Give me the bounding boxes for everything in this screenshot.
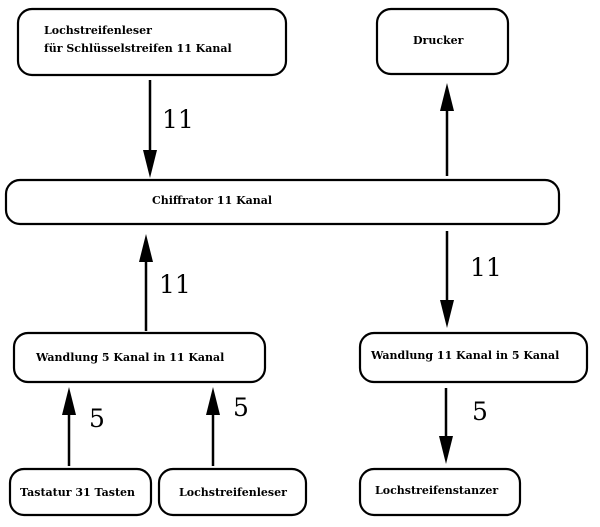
- arrowhead-up: [440, 83, 454, 111]
- arrow-chiffrator-to-wandlung-11-in-5: 11: [440, 231, 502, 328]
- arrow-reader5-to-wandlung: 5: [206, 387, 249, 466]
- edge-label: 5: [472, 397, 488, 426]
- arrowhead-up: [62, 387, 76, 415]
- node-wandlung-5-in-11: Wandlung 5 Kanal in 11 Kanal: [12, 331, 267, 384]
- node-label: Drucker: [413, 34, 464, 47]
- node-label: Tastatur 31 Tasten: [20, 486, 135, 499]
- arrow-chiffrator-to-drucker: [440, 83, 454, 176]
- arrowhead-up: [139, 234, 153, 262]
- arrow-wandlung-to-stanzer: 5: [439, 388, 488, 464]
- node-tastatur: Tastatur 31 Tasten: [8, 467, 153, 517]
- edge-label: 5: [233, 393, 249, 422]
- edge-label: 11: [159, 270, 191, 299]
- node-label-line2: für Schlüsselstreifen 11 Kanal: [44, 42, 232, 55]
- node-lochstreifenleser-11-kanal: Lochstreifenleser für Schlüsselstreifen …: [16, 7, 288, 77]
- arrowhead-up: [206, 387, 220, 415]
- arrow-wandlung-5-in-11-to-chiffrator: 11: [139, 234, 191, 331]
- node-label-line1: Lochstreifenleser: [44, 24, 152, 37]
- node-lochstreifenstanzer: Lochstreifenstanzer: [358, 467, 522, 517]
- node-label: Lochstreifenstanzer: [375, 484, 498, 497]
- node-label: Chiffrator 11 Kanal: [152, 194, 272, 207]
- node-wandlung-11-in-5: Wandlung 11 Kanal in 5 Kanal: [358, 331, 589, 384]
- node-lochstreifenleser-5-kanal: Lochstreifenleser: [157, 467, 308, 517]
- arrow-reader-to-chiffrator: 11: [143, 80, 194, 178]
- node-label: Lochstreifenleser: [179, 486, 287, 499]
- arrow-tastatur-to-wandlung: 5: [62, 387, 105, 466]
- arrowhead-down: [439, 436, 453, 464]
- arrowhead-down: [440, 300, 454, 328]
- arrowhead-down: [143, 150, 157, 178]
- edge-label: 5: [89, 404, 105, 433]
- edge-label: 11: [162, 105, 194, 134]
- node-label: Wandlung 5 Kanal in 11 Kanal: [35, 351, 224, 364]
- node-chiffrator: Chiffrator 11 Kanal: [4, 178, 561, 226]
- node-drucker: Drucker: [375, 7, 510, 76]
- node-label: Wandlung 11 Kanal in 5 Kanal: [370, 349, 559, 362]
- edge-label: 11: [470, 253, 502, 282]
